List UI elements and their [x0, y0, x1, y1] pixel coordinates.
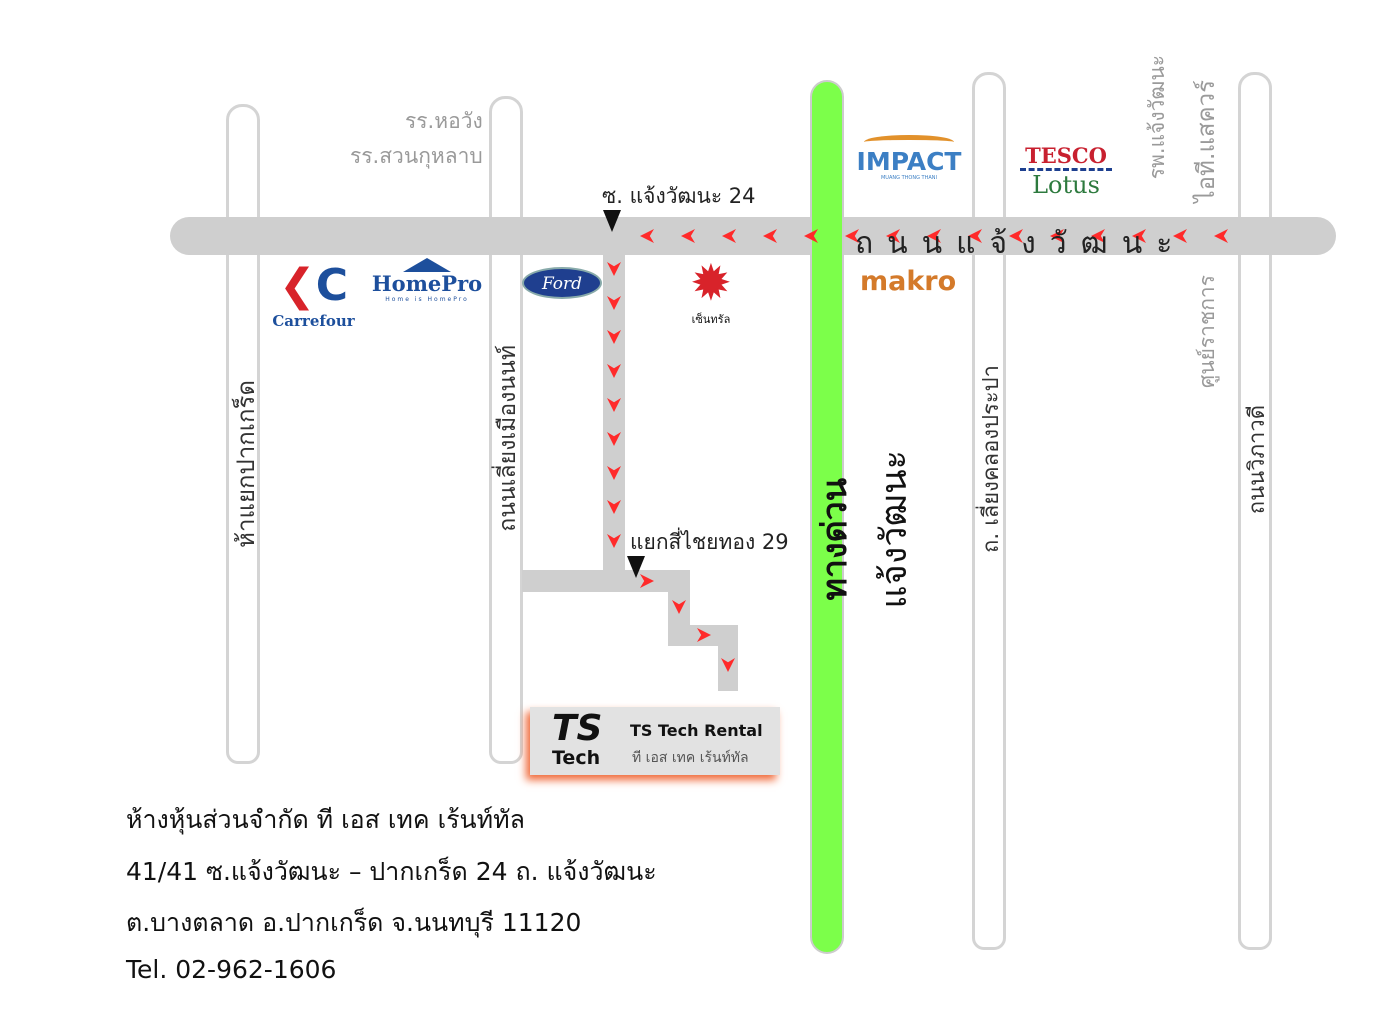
school-1-label: รร.หอวัง [405, 109, 483, 133]
junction-marker [627, 556, 645, 578]
makro-logo: makro [860, 266, 957, 297]
company-name-en: TS Tech Rental [630, 721, 763, 740]
tech-logo: Tech [552, 747, 601, 769]
impact-logo: IMPACT MUANG THONG THANI [846, 135, 972, 181]
road-klongprapa-label: ถ. เลี่ยงคลองประปา [979, 365, 1004, 554]
school-2-label: รร.สวนกุหลาบ [350, 144, 483, 168]
route-step [718, 625, 738, 691]
hospital-label: รพ.แจ้งวัฒนะ [1145, 55, 1169, 180]
central-icon: ✹ [690, 254, 732, 312]
homepro-roof-icon [403, 258, 451, 272]
address-phone: Tel. 02-962-1606 [126, 955, 337, 984]
company-card: TS Tech TS Tech Rental ที เอส เทค เร้นท์… [530, 707, 780, 775]
road-vibhavadi-label: ถนนวิภาวดี [1245, 405, 1270, 515]
address-line-2: 41/41 ซ.แจ้งวัฒนะ – ปากเกร็ด 24 ถ. แจ้งว… [126, 857, 657, 886]
soi-24-marker [603, 210, 621, 232]
main-road-label: ถนนแจ้งวัฒนะ [855, 226, 1187, 261]
central-logo: ✹ เซ็นทรัล [680, 256, 742, 328]
ts-logo: TS [552, 708, 603, 749]
carrefour-icon: ❮C [278, 260, 349, 311]
impact-arc-icon [864, 135, 954, 149]
central-text: เซ็นทรัล [691, 313, 731, 326]
road-pakkret-label: ห้าแยกปากเกร็ด [232, 380, 260, 548]
junction-29-label: แยกสี่ไชยทอง 29 [630, 530, 789, 554]
homepro-tag: Home is HomePro [385, 296, 469, 303]
homepro-logo: HomePro Home is HomePro [366, 258, 488, 303]
tesco-lotus-logo: TESCO Lotus [1012, 145, 1120, 198]
tesco-text: TESCO [1025, 143, 1107, 168]
expressway-label-1: ทางด่วน [815, 478, 855, 601]
lotus-text: Lotus [1032, 171, 1100, 199]
address-line-1: ห้างหุ้นส่วนจำกัด ที เอส เทค เร้นท์ทัล [126, 805, 525, 834]
ford-logo: Ford [522, 267, 602, 299]
tesco-stripes [1020, 168, 1112, 171]
expressway [810, 80, 844, 954]
expressway-label-2: แจ้งวัฒนะ [874, 450, 915, 609]
it-square-label: ไอที.แสควร์ [1192, 80, 1220, 203]
side-road [522, 570, 690, 592]
carrefour-logo: ❮C Carrefour [266, 260, 361, 330]
soi-24-label: ซ. แจ้งวัฒนะ 24 [602, 184, 756, 208]
address-line-3: ต.บางตลาด อ.ปากเกร็ด จ.นนทบุรี 11120 [126, 908, 582, 937]
road-pakkret [226, 104, 260, 764]
impact-sub: MUANG THONG THANI [880, 175, 937, 181]
gov-center-label: ศูนย์ราชการ [1195, 275, 1219, 389]
carrefour-text: Carrefour [272, 312, 355, 330]
road-bypass [489, 96, 523, 764]
road-bypass-label: ถนนเลี่ยงเมืองนนท์ [495, 345, 521, 532]
homepro-text: HomePro [371, 271, 483, 296]
company-name-th: ที เอส เทค เร้นท์ทัล [632, 750, 749, 766]
soi-road [603, 254, 625, 592]
impact-text: IMPACT [856, 147, 962, 176]
